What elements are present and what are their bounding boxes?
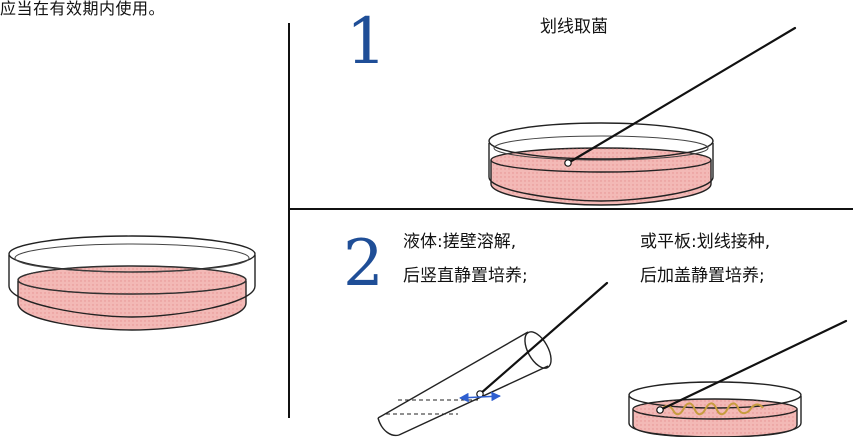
petri-dish-step2 <box>628 319 848 437</box>
step-number-1: 1 <box>346 5 387 79</box>
top-caption: 应当在有效期内使用。 <box>0 0 166 18</box>
petri-dish-left <box>8 235 256 331</box>
plate-instruction-line-1: 或平板:划线接种, <box>640 232 771 252</box>
tube-liquid <box>378 392 548 435</box>
liquid-instruction-line-1: 液体:搓壁溶解, <box>403 232 517 252</box>
tube-illustration <box>377 281 609 437</box>
liquid-instruction-line-2: 后竖直静置培养; <box>403 266 528 286</box>
plate-instruction-line-2: 后加盖静置培养; <box>640 266 765 286</box>
grid-lines <box>288 23 853 418</box>
petri-dish-step1 <box>488 26 797 206</box>
step-1-label: 划线取菌 <box>540 17 608 37</box>
step-number-2: 2 <box>343 227 384 301</box>
